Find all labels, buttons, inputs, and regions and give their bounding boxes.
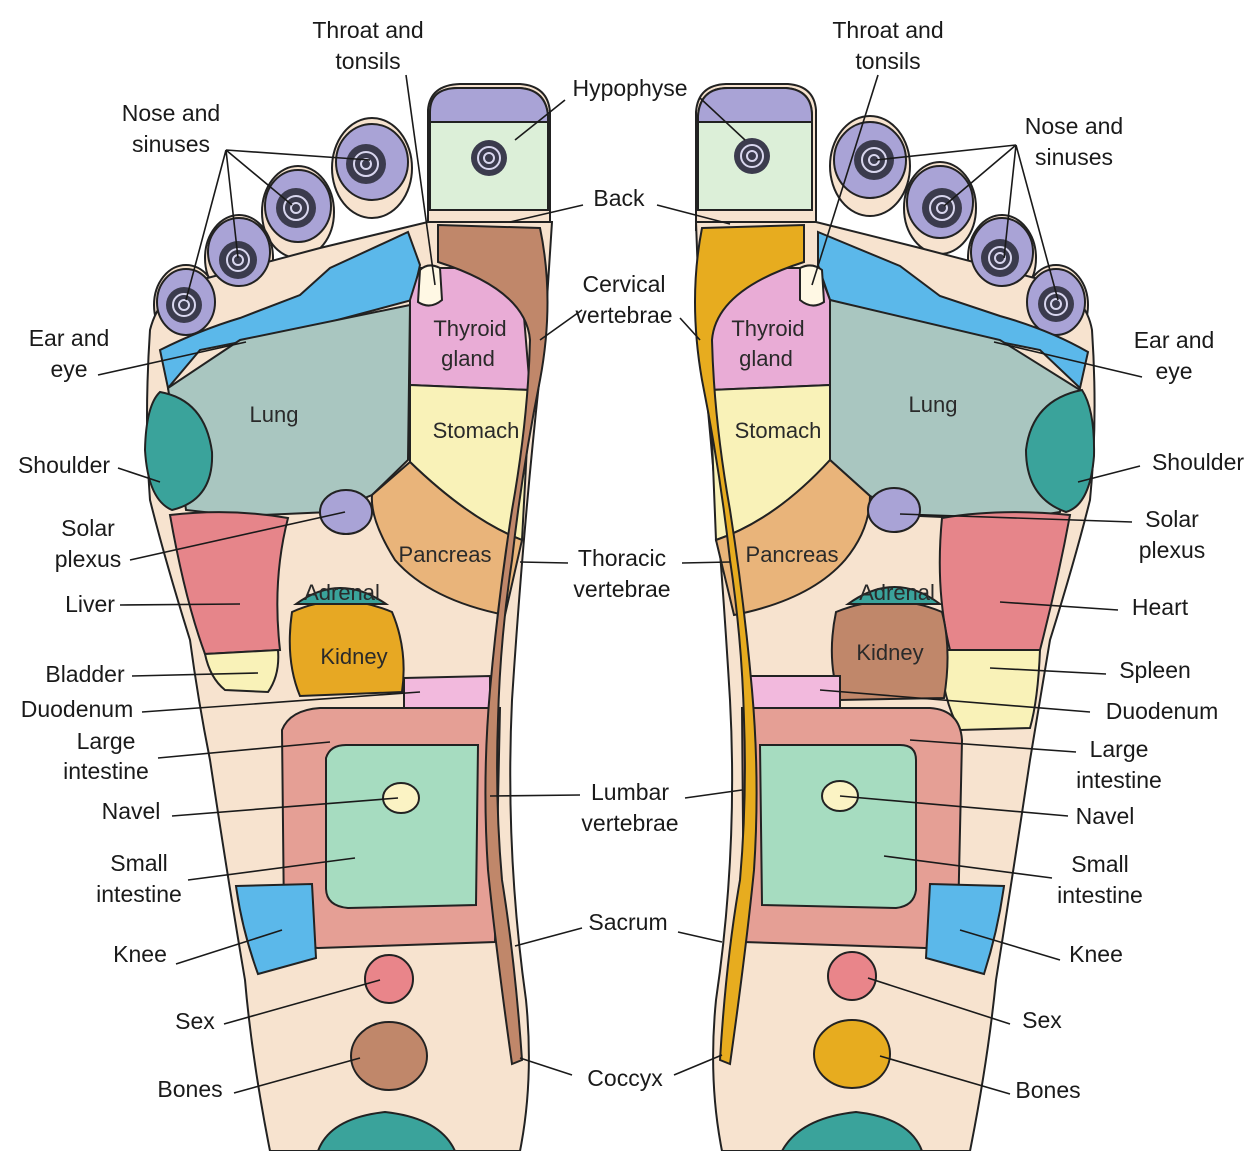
cervical-label-2: vertebrae — [575, 302, 672, 328]
left-throat-label-1: Throat and — [312, 17, 423, 43]
right-shoulder-label: Shoulder — [1152, 449, 1244, 475]
right-large-intestine-label-2: intestine — [1076, 767, 1162, 793]
right-bones-label: Bones — [1015, 1077, 1080, 1103]
left-toe-4-spiral-icon — [219, 241, 257, 279]
back-label: Back — [593, 185, 645, 211]
right-toe-2-spiral-icon — [854, 140, 894, 180]
coccyx-label: Coccyx — [587, 1065, 663, 1091]
left-throat-zone — [418, 265, 442, 305]
right-hypophyse-spiral-icon — [734, 138, 770, 174]
right-throat-label-1: Throat and — [832, 17, 943, 43]
left-bones-zone — [351, 1022, 427, 1090]
right-large-intestine-label-1: Large — [1090, 736, 1149, 762]
right-knee-label: Knee — [1069, 941, 1123, 967]
left-duodenum-label: Duodenum — [21, 696, 134, 722]
right-toe-3-spiral-icon — [922, 188, 962, 228]
left-nose-label-1: Nose and — [122, 100, 220, 126]
left-toe-3-spiral-icon — [276, 188, 316, 228]
left-solar-label-1: Solar — [61, 515, 115, 541]
right-foot — [695, 84, 1095, 1151]
left-duodenum-zone — [404, 676, 490, 712]
right-throat-zone — [800, 265, 824, 305]
right-pancreas-label: Pancreas — [746, 542, 839, 567]
left-hypophyse-spiral-icon — [471, 140, 507, 176]
left-knee-label: Knee — [113, 941, 167, 967]
left-throat-label-2: tonsils — [335, 48, 400, 74]
left-kidney-label: Kidney — [320, 644, 387, 669]
right-big-toe-pad — [698, 88, 812, 122]
left-small-intestine-label-1: Small — [110, 850, 168, 876]
left-foot — [145, 84, 552, 1151]
left-bladder-label: Bladder — [45, 661, 125, 687]
left-toe-5-spiral-icon — [166, 287, 202, 323]
right-small-intestine-zone — [760, 745, 916, 908]
right-thyroid-label-1: Thyroid — [731, 316, 804, 341]
left-shoulder-label: Shoulder — [18, 452, 110, 478]
right-solar-label-1: Solar — [1145, 506, 1199, 532]
right-nose-label-1: Nose and — [1025, 113, 1123, 139]
right-sex-zone — [828, 952, 876, 1000]
left-sex-zone — [365, 955, 413, 1003]
right-stomach-label: Stomach — [735, 418, 822, 443]
right-nose-label-2: sinuses — [1035, 144, 1113, 170]
hypophyse-label: Hypophyse — [572, 75, 687, 101]
left-pancreas-label: Pancreas — [399, 542, 492, 567]
right-spleen-label: Spleen — [1119, 657, 1191, 683]
right-lung-label: Lung — [909, 392, 958, 417]
right-bones-zone — [814, 1020, 890, 1088]
left-thyroid-label-1: Thyroid — [433, 316, 506, 341]
right-solar-plexus-zone — [868, 488, 920, 532]
left-adrenal-label: Adrenal — [304, 580, 380, 605]
right-sex-label: Sex — [1022, 1007, 1062, 1033]
left-large-intestine-label-1: Large — [77, 728, 136, 754]
left-stomach-label: Stomach — [433, 418, 520, 443]
left-lung-label: Lung — [250, 402, 299, 427]
left-bones-label: Bones — [157, 1076, 222, 1102]
right-throat-label-2: tonsils — [855, 48, 920, 74]
right-duodenum-zone — [748, 676, 840, 712]
right-small-intestine-label-2: intestine — [1057, 882, 1143, 908]
left-large-intestine-label-2: intestine — [63, 758, 149, 784]
lumbar-label-2: vertebrae — [581, 810, 678, 836]
cervical-label-1: Cervical — [582, 271, 665, 297]
left-navel-label: Navel — [102, 798, 161, 824]
thoracic-label-2: vertebrae — [573, 576, 670, 602]
left-ear-label-1: Ear and — [29, 325, 110, 351]
right-heart-label: Heart — [1132, 594, 1189, 620]
right-kidney-label: Kidney — [856, 640, 923, 665]
left-liver-label: Liver — [65, 591, 115, 617]
left-thyroid-label-2: gland — [441, 346, 495, 371]
thoracic-label-1: Thoracic — [578, 545, 666, 571]
right-thyroid-label-2: gland — [739, 346, 793, 371]
left-big-toe-pad — [430, 88, 548, 122]
left-toe-2-spiral-icon — [346, 144, 386, 184]
left-small-intestine-label-2: intestine — [96, 881, 182, 907]
right-toe-4-spiral-icon — [981, 239, 1019, 277]
lumbar-label-1: Lumbar — [591, 779, 669, 805]
right-adrenal-label: Adrenal — [859, 580, 935, 605]
left-ear-label-2: eye — [50, 356, 87, 382]
right-navel-label: Navel — [1076, 803, 1135, 829]
right-small-intestine-label-1: Small — [1071, 851, 1129, 877]
left-sex-label: Sex — [175, 1008, 215, 1034]
sacrum-label: Sacrum — [588, 909, 667, 935]
right-ear-label-2: eye — [1155, 358, 1192, 384]
left-small-intestine-zone — [326, 745, 478, 908]
right-duodenum-label: Duodenum — [1106, 698, 1219, 724]
left-solar-plexus-zone — [320, 490, 372, 534]
right-solar-label-2: plexus — [1139, 537, 1205, 563]
left-nose-label-2: sinuses — [132, 131, 210, 157]
left-solar-label-2: plexus — [55, 546, 121, 572]
center-labels: Hypophyse Back Cervical vertebrae Thorac… — [572, 75, 687, 1091]
right-ear-label-1: Ear and — [1134, 327, 1215, 353]
